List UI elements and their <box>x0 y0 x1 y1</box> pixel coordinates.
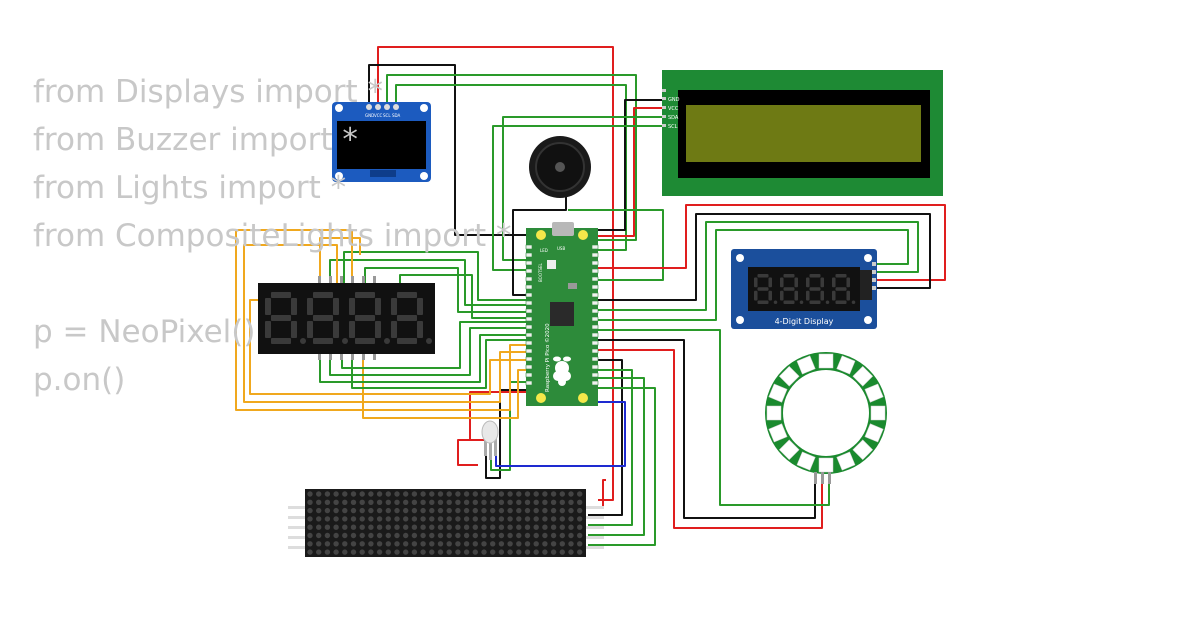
seven-segment-digits <box>265 292 432 344</box>
tm1637-digits <box>754 274 856 304</box>
lcd-pin-vcc: VCC <box>668 106 679 112</box>
pico-board-label: Raspberry Pi Pico ©2020 <box>544 323 551 392</box>
neopixel-ring <box>765 352 887 484</box>
neopixel-leds <box>766 353 886 473</box>
buzzer <box>529 136 591 198</box>
oled-pin-vcc: VCC <box>374 113 383 118</box>
seven-segment-display <box>258 276 435 360</box>
led-matrix <box>288 489 604 557</box>
rgb-led <box>481 420 499 460</box>
lcd-pin-scl: SCL <box>668 124 678 130</box>
oled-display: GND VCC SCL SDA <box>332 102 431 182</box>
pico-right-pins <box>591 244 599 386</box>
tm1637-label: 4-Digit Display <box>775 317 834 326</box>
pico-bootsel-label: BOOTSEL <box>538 263 543 282</box>
oled-screen <box>337 121 426 169</box>
led-matrix-left-pins <box>288 506 306 549</box>
pico-left-pins <box>525 244 533 386</box>
lcd-pin-gnd: GND <box>668 97 680 103</box>
lcd-pin-sda: SDA <box>668 115 679 121</box>
lcd-pin-headers <box>662 89 666 127</box>
lcd-display: GND VCC SDA SCL <box>662 70 943 196</box>
raspberry-logo-icon <box>553 356 571 386</box>
seven-segment-bottom-pins <box>318 350 376 360</box>
tm1637-pin-headers <box>860 262 876 300</box>
oled-pin-scl: SCL <box>383 113 391 118</box>
oled-pin-headers <box>366 104 399 110</box>
oled-pin-sda: SDA <box>392 113 401 118</box>
rp2040-chip <box>550 302 574 326</box>
led-matrix-right-pins <box>586 506 604 549</box>
oled-pin-gnd: GND <box>365 113 374 118</box>
pico-led-label: LED <box>540 248 548 253</box>
raspberry-pi-pico: USB LED BOOTSEL Raspberry Pi Pico ©2020 <box>525 222 599 406</box>
bootsel-button <box>547 260 556 269</box>
led-matrix-dots <box>307 491 583 555</box>
tm1637-display: 4-Digit Display <box>731 249 877 329</box>
seven-segment-top-pins <box>318 276 376 286</box>
lcd-screen <box>686 105 921 162</box>
pico-usb-label: USB <box>557 246 565 251</box>
usb-port <box>552 222 574 236</box>
